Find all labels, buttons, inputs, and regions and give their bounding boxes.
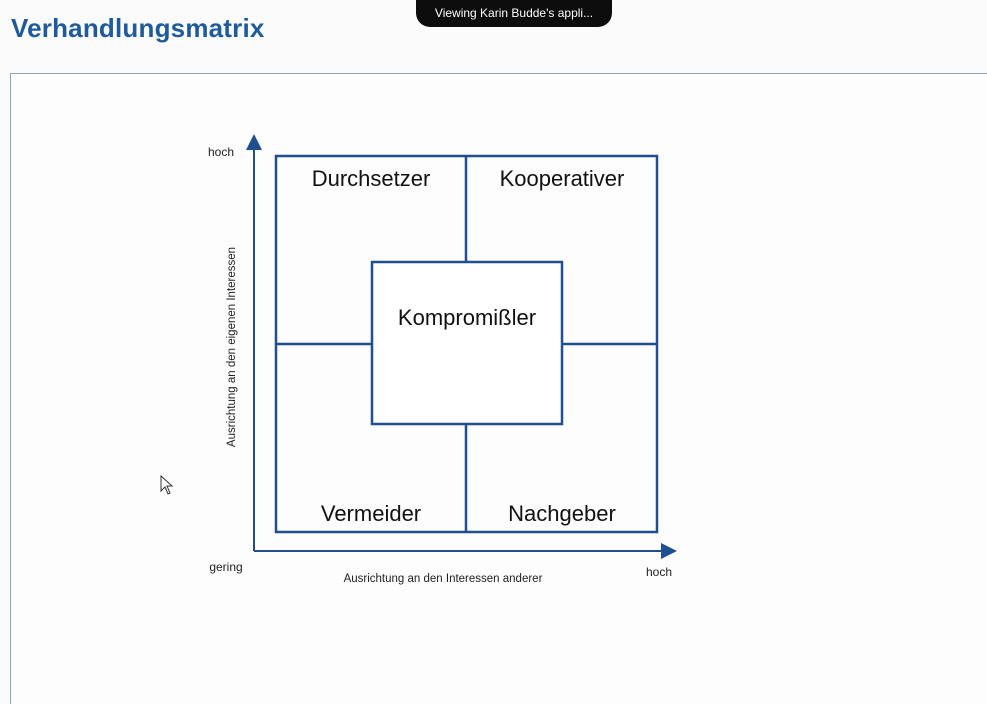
x-axis-title: Ausrichtung an den Interessen anderer bbox=[344, 573, 543, 585]
x-axis-low-label: gering bbox=[209, 560, 242, 574]
quadrant-label-top-left: Durchsetzer bbox=[312, 166, 431, 191]
quadrant-label-bottom-right: Nachgeber bbox=[508, 501, 616, 526]
quadrant-label-top-right: Kooperativer bbox=[500, 166, 625, 191]
y-axis-title: Ausrichtung an den eigenen Interessen bbox=[226, 247, 238, 447]
quadrant-label-bottom-left: Vermeider bbox=[321, 501, 421, 526]
y-axis-high-label: hoch bbox=[208, 145, 234, 159]
screen-share-indicator[interactable]: Viewing Karin Budde's appli... bbox=[416, 0, 612, 27]
page-title: Verhandlungsmatrix bbox=[11, 13, 265, 43]
quadrant-label-center: Kompromißler bbox=[398, 305, 536, 330]
x-axis-high-label: hoch bbox=[646, 565, 672, 579]
center-box bbox=[370, 260, 564, 426]
negotiation-matrix-diagram: Durchsetzer Kooperativer Kompromißler Ve… bbox=[208, 134, 677, 585]
mouse-pointer-icon bbox=[160, 475, 174, 495]
